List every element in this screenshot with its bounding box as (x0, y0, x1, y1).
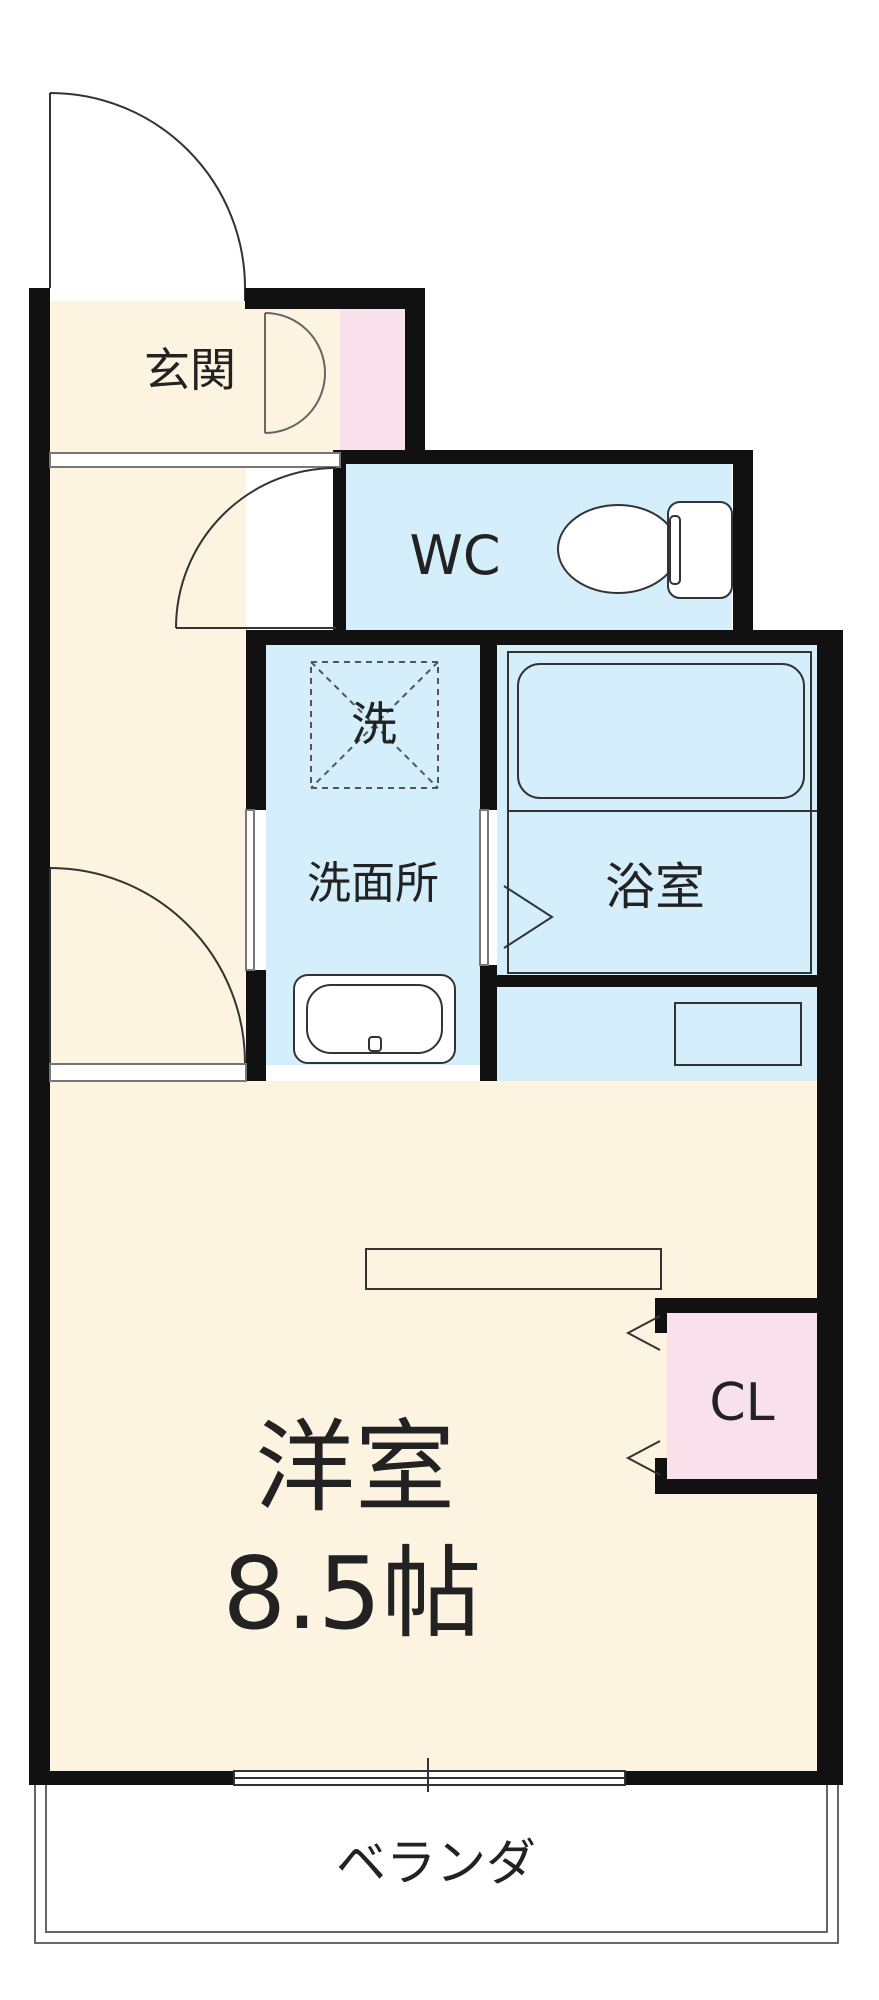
entrance-door-swing (49, 92, 246, 289)
toilet-icon (557, 501, 733, 599)
walls (29, 288, 843, 1785)
genkan-door-upper (264, 312, 326, 374)
window (233, 1758, 626, 1792)
hall-door-upper-swing (175, 467, 337, 629)
washroom-label: 洗面所 (307, 858, 439, 909)
kitchen-counter (497, 985, 817, 1081)
wash-basin-icon (293, 974, 456, 1064)
western-room-size: 8.5帖 (222, 1535, 481, 1652)
hallway-floor (50, 453, 246, 1081)
kitchen-sink (674, 1002, 802, 1066)
laundry-pan (310, 661, 439, 789)
genkan-label: 玄関 (144, 343, 236, 397)
bathroom-label: 浴室 (605, 858, 705, 916)
veranda-rail (34, 1785, 839, 1944)
closet-label: CL (709, 1373, 774, 1433)
thin-partitions (49, 452, 489, 1082)
shoe-cabinet (340, 301, 405, 453)
bathtub-icon (503, 651, 817, 974)
hall-door-lower-swing (49, 867, 246, 1064)
wc-label: WC (409, 524, 500, 587)
western-room-label: 洋室 (255, 1409, 455, 1526)
genkan-door-lower (264, 372, 326, 434)
laundry-label: 洗 (351, 697, 397, 751)
closet-floor (667, 1313, 817, 1479)
veranda-label: ベランダ (336, 1834, 536, 1892)
closet-doors (625, 1315, 661, 1476)
shelf (365, 1248, 662, 1290)
